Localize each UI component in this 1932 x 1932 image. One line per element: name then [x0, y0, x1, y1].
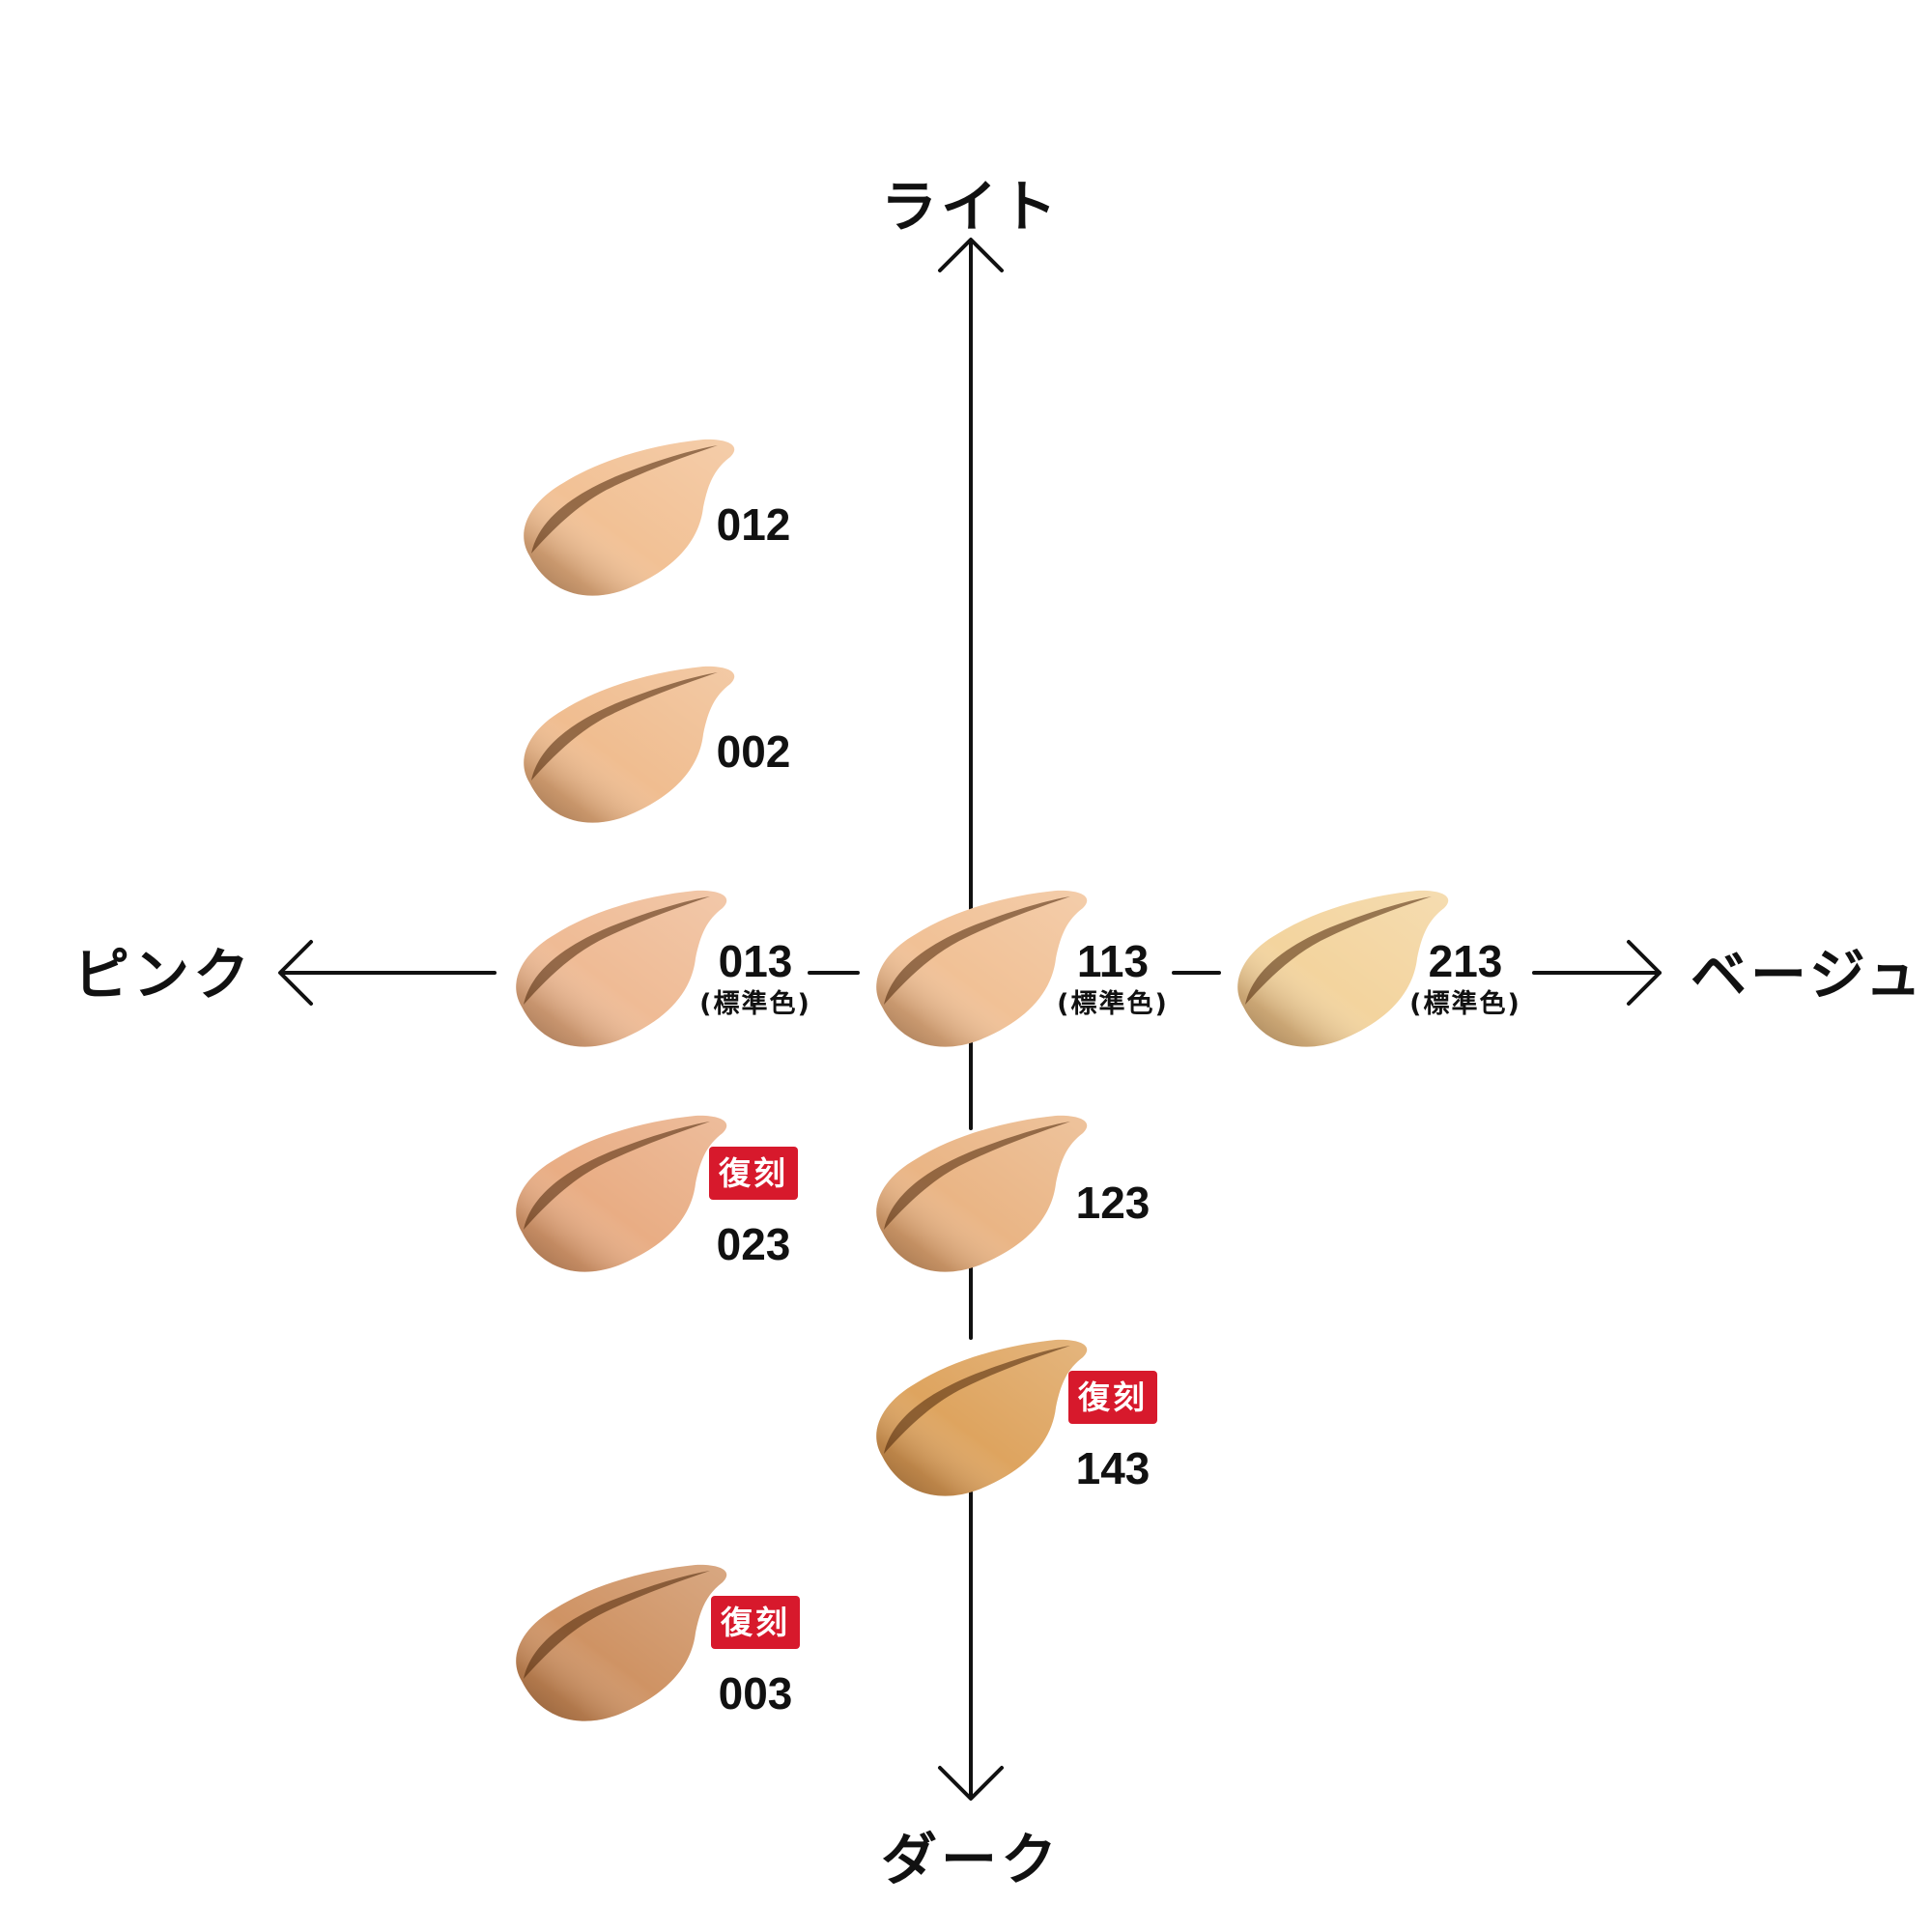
swatch-143 — [876, 1339, 1088, 1496]
swatch-shading — [524, 439, 735, 596]
shade-code-003: 003 — [718, 1668, 793, 1719]
shade-code-002: 002 — [716, 726, 791, 777]
reissue-badge: 復刻 — [711, 1596, 800, 1649]
swatch-123 — [876, 1115, 1088, 1272]
swatch-113 — [876, 890, 1088, 1047]
axis-label-dark: ダーク — [880, 1827, 1062, 1892]
swatch-shading — [876, 1115, 1088, 1272]
shade-code-023: 023 — [716, 1219, 791, 1269]
swatch-213 — [1237, 890, 1449, 1047]
swatch-shading — [876, 890, 1088, 1047]
swatch-shading — [516, 890, 727, 1047]
shade-code-013: 013 — [718, 936, 793, 986]
swatch-shading — [516, 1564, 727, 1721]
shade-code-012: 012 — [716, 499, 791, 550]
shade-code-213: 213 — [1428, 936, 1503, 986]
swatch-013 — [516, 890, 727, 1047]
reissue-badge: 復刻 — [709, 1147, 798, 1200]
swatch-shading — [524, 666, 735, 823]
axis-label-pink: ピンク — [73, 942, 254, 1008]
standard-color-label: (標準色) — [1057, 989, 1169, 1019]
axis-label-light: ライト — [880, 174, 1062, 240]
standard-color-label: (標準色) — [1409, 989, 1521, 1019]
swatch-shading — [516, 1115, 727, 1272]
swatch-023 — [516, 1115, 727, 1272]
reissue-badge: 復刻 — [1068, 1371, 1157, 1424]
swatch-012 — [524, 439, 735, 596]
swatch-shading — [1237, 890, 1449, 1047]
shade-code-143: 143 — [1075, 1443, 1151, 1493]
shade-code-113: 113 — [1076, 936, 1150, 986]
arrow-left-icon — [278, 940, 313, 1006]
arrow-down-icon — [938, 1766, 1004, 1801]
swatch-003 — [516, 1564, 727, 1721]
shade-code-123: 123 — [1075, 1178, 1151, 1228]
swatch-shading — [876, 1339, 1088, 1496]
swatch-002 — [524, 666, 735, 823]
standard-color-label: (標準色) — [699, 989, 811, 1019]
axis-label-beige: ベージュ — [1690, 942, 1925, 1008]
arrow-up-icon — [938, 238, 1004, 272]
arrow-right-icon — [1627, 940, 1662, 1006]
